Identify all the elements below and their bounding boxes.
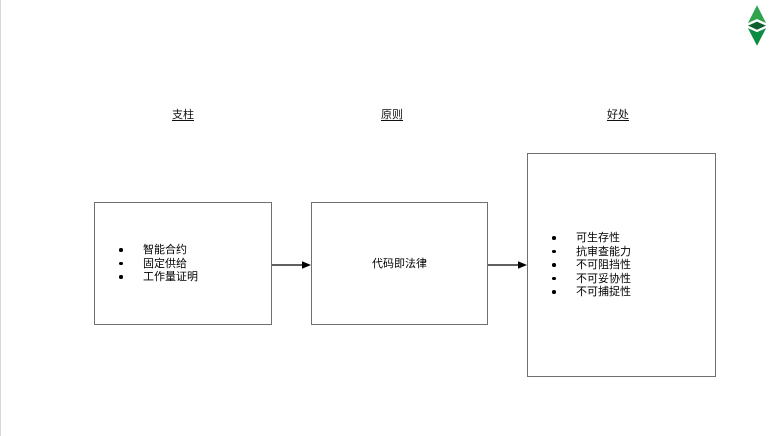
pillars-box: 智能合约 固定供给 工作量证明 [94,202,272,325]
list-item: 抗审查能力 [551,245,631,258]
etc-logo-top-triangle [747,5,767,24]
arrowhead-icon [518,261,527,269]
arrow-pillars-to-principles [272,261,311,269]
column-header-pillars: 支柱 [172,108,194,121]
list-item: 不可妥协性 [551,272,631,285]
list-item: 固定供给 [118,257,198,270]
list-item: 智能合约 [118,243,198,256]
principle-label: 代码即法律 [372,256,427,270]
list-item: 不可阻挡性 [551,258,631,271]
etc-logo-middle-diamond [748,21,766,30]
list-item: 可生存性 [551,231,631,244]
benefits-list: 可生存性 抗审查能力 不可阻挡性 不可妥协性 不可捕捉性 [528,231,635,298]
etc-logo-bottom-triangle [747,28,767,46]
list-item: 工作量证明 [118,270,198,283]
pillars-list: 智能合约 固定供给 工作量证明 [95,243,202,283]
column-header-benefits: 好处 [607,108,629,121]
arrow-principles-to-benefits [488,261,527,269]
benefits-box: 可生存性 抗审查能力 不可阻挡性 不可妥协性 不可捕捉性 [527,153,716,377]
principles-box: 代码即法律 [311,202,488,325]
arrowhead-icon [302,261,311,269]
ethereum-classic-icon [747,5,767,46]
column-header-principles: 原则 [381,108,403,121]
list-item: 不可捕捉性 [551,285,631,298]
